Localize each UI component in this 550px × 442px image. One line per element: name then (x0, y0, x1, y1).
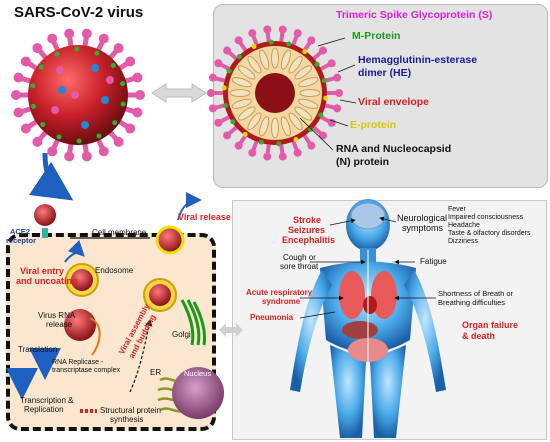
rna-release-label-line2: release (46, 320, 73, 329)
symptom-pointer-lines (299, 216, 436, 319)
viral-entry-label-line2: and uncoating (16, 276, 78, 286)
released-virion-icon (155, 225, 185, 255)
assembling-virion-icon (149, 284, 171, 306)
he-label-line1: Hemagglutinin-esterase (358, 54, 478, 66)
neuro-symptom-item: Fever (448, 206, 466, 213)
sob-label-line1: Shortness of Breath or (438, 289, 514, 298)
viral-envelope-label: Viral envelope (358, 96, 430, 108)
ace2-label-line2: receptor (6, 236, 37, 245)
structural-protein-label-line2: synthesis (110, 415, 144, 424)
replicase-label-line1: RNA Replicase - (52, 359, 104, 366)
sob-label-line2: Breathing difficulties (438, 298, 505, 307)
ards-label-line2: syndrome (262, 297, 301, 306)
ace2-receptor-icon (42, 228, 48, 238)
golgi-icon (180, 299, 206, 346)
brain-icon (350, 202, 386, 230)
transcription-label-line2: Replication (24, 405, 64, 414)
transcription-label-line1: Transcription & (20, 396, 74, 405)
organ-failure-label-line1: Organ failure (462, 320, 519, 330)
cell-membrane-label: Cell membrane (92, 228, 147, 237)
uncoating-virion-icon (64, 309, 96, 341)
neuro-symptom-item: Taste & olfactory disorders (448, 230, 531, 238)
heart-icon (363, 296, 377, 314)
stroke-label: Stroke (293, 215, 322, 225)
nucleus-icon (172, 367, 224, 419)
neuro-symptom-list: Fever Impaired consciousness Headache Ta… (448, 206, 530, 246)
comparison-double-arrow (151, 83, 207, 103)
spike-glycoprotein-label: Trimeric Spike Glycoprotein (S) (336, 9, 493, 21)
er-label: ER (150, 368, 162, 377)
neuro-symptom-item: Headache (448, 222, 480, 230)
seizures-label: Seizures (288, 225, 326, 235)
fatigue-label: Fatigue (420, 257, 447, 266)
structural-protein-label-line1: Structural protein (100, 406, 161, 415)
sars-cov-2-virion (11, 28, 145, 162)
neuro-symptom-item: Impaired consciousness (448, 214, 524, 222)
cell-to-body-arrow (219, 323, 243, 337)
pneumonia-label: Pneumonia (250, 313, 294, 322)
ards-label-line1: Acute respiratory (246, 288, 313, 297)
rna-nucleocapsid-label-line1: RNA and Nucleocapsid (336, 143, 452, 155)
m-protein-label: M-Protein (352, 30, 401, 42)
cough-label-line1: Cough or (283, 253, 316, 262)
neurological-label-line2: symptoms (402, 223, 444, 233)
golgi-label: Golgi (172, 330, 191, 339)
e-protein-label: E-protein (350, 119, 397, 131)
lungs-icon (339, 271, 365, 319)
human-body-figure (290, 199, 446, 438)
neuro-symptom-item: Dizziness (448, 238, 478, 246)
translation-label: Translation (18, 345, 58, 354)
encephalitis-label: Encephalitis (282, 235, 336, 245)
nucleus-label: Nucleus (184, 369, 212, 378)
endosome-label: Endosome (95, 266, 134, 275)
he-label-line2: dimer (HE) (358, 67, 412, 79)
rna-nucleocapsid-label-line2: (N) protein (336, 156, 390, 168)
structure-pointer-lines (299, 37, 357, 151)
organ-failure-label-line2: & death (462, 331, 496, 341)
rna-release-label-line1: Virus RNA (38, 311, 76, 320)
viral-entry-label-line1: Viral entry (20, 266, 64, 276)
virus-title: SARS-CoV-2 virus (14, 4, 144, 21)
cell-graphics (6, 192, 224, 419)
virus-attaching-icon (34, 204, 56, 226)
replicase-label-line2: transcriptase complex (52, 367, 121, 374)
neurological-label-line1: Neurological (397, 213, 448, 223)
viral-release-label: Viral release (178, 212, 231, 222)
cough-label-line2: sore throat (280, 262, 319, 271)
infection-arrow (28, 152, 74, 201)
ace2-label-line1: ACE2 (10, 227, 31, 236)
